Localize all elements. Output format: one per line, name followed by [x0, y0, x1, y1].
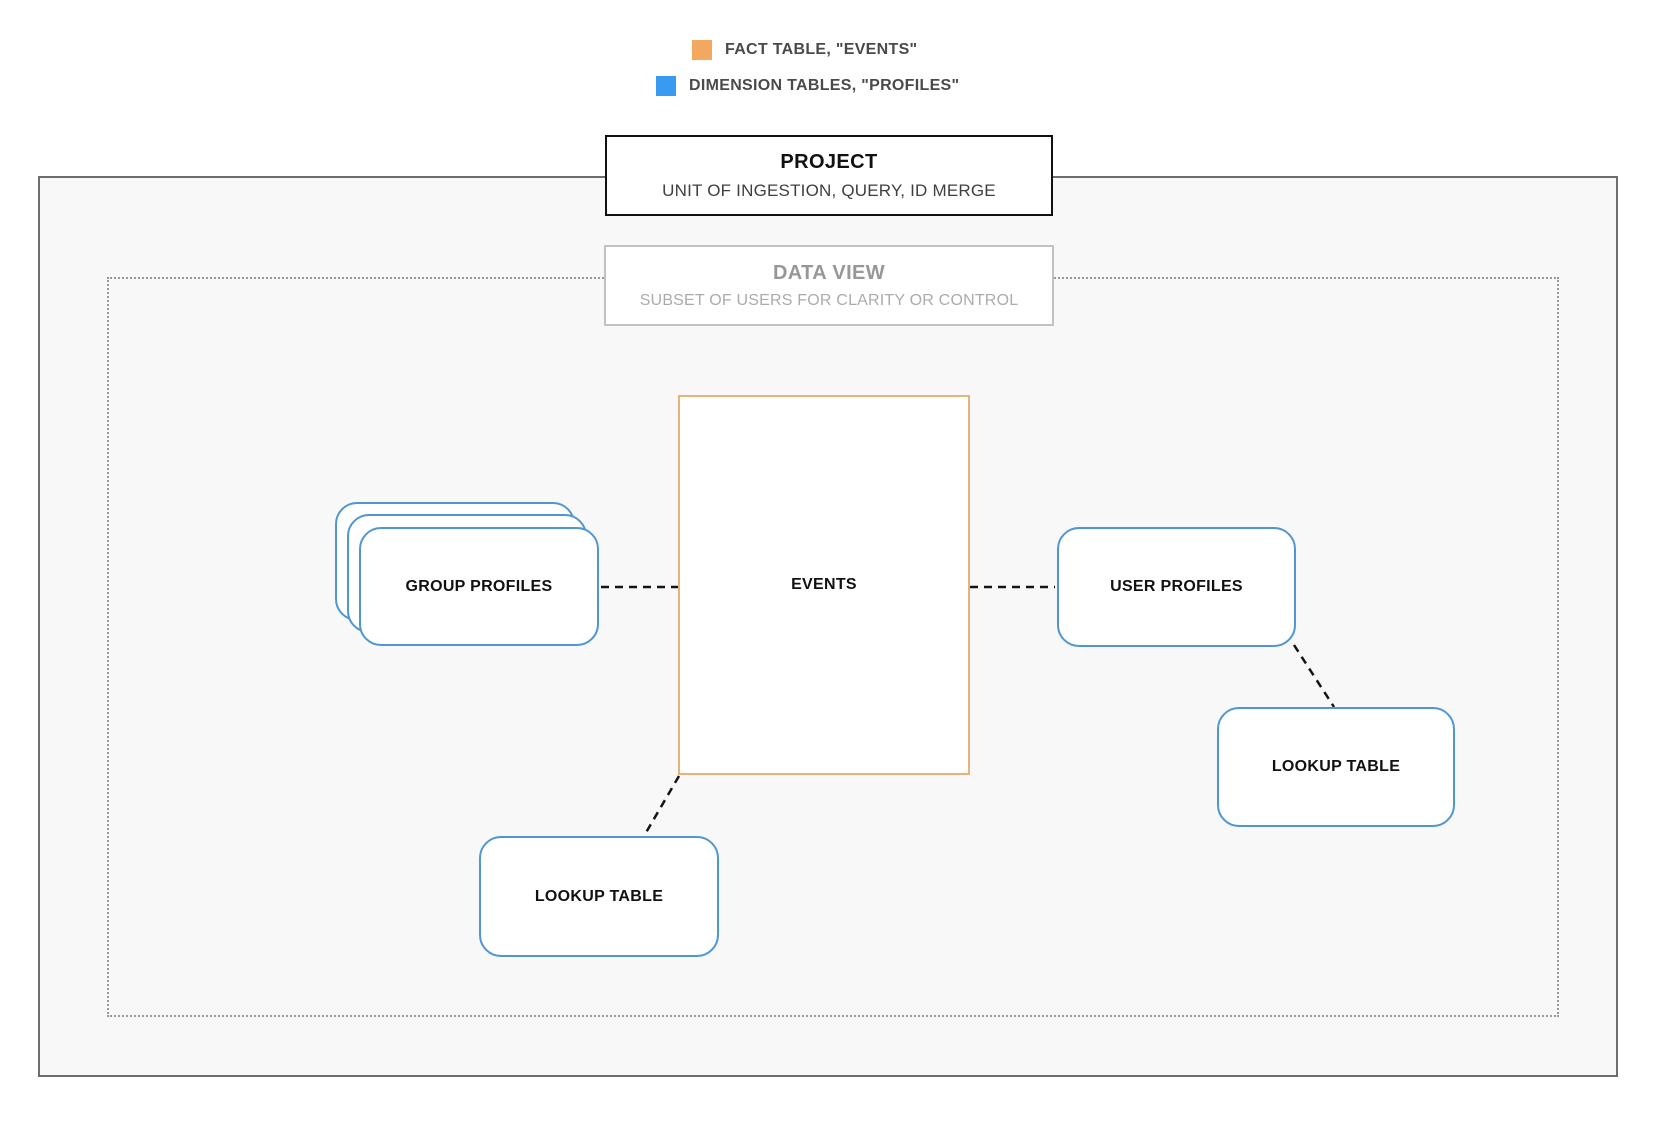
project-header-box: PROJECT UNIT OF INGESTION, QUERY, ID MER…	[605, 135, 1053, 216]
project-subtitle: UNIT OF INGESTION, QUERY, ID MERGE	[662, 180, 996, 200]
node-lookup-table-bottom-label: LOOKUP TABLE	[534, 887, 664, 905]
node-group-profiles-label: GROUP PROFILES	[405, 577, 553, 595]
node-lookup-table-right: LOOKUP TABLE	[1217, 707, 1455, 827]
node-events-label: EVENTS	[791, 576, 857, 593]
node-events: EVENTS	[678, 395, 970, 775]
legend-label-fact-table: FACT TABLE, "EVENTS"	[725, 41, 918, 58]
node-group-profiles: GROUP PROFILES	[359, 527, 599, 646]
legend-label-dimension-tables: DIMENSION TABLES, "PROFILES"	[689, 77, 960, 94]
project-title: PROJECT	[780, 150, 878, 173]
data-view-header-box: DATA VIEW SUBSET OF USERS FOR CLARITY OR…	[604, 245, 1054, 326]
legend-item-fact-table: FACT TABLE, "EVENTS"	[692, 40, 917, 60]
node-user-profiles-label: USER PROFILES	[1110, 578, 1243, 595]
dimension-tables-swatch-icon	[656, 76, 676, 96]
legend-item-dimension-tables: DIMENSION TABLES, "PROFILES"	[656, 76, 959, 96]
data-view-title: DATA VIEW	[772, 261, 886, 284]
node-lookup-table-bottom: LOOKUP TABLE	[479, 836, 719, 957]
data-view-subtitle: SUBSET OF USERS FOR CLARITY OR CONTROL	[639, 291, 1019, 309]
node-user-profiles: USER PROFILES	[1057, 527, 1296, 647]
node-lookup-table-right-label: LOOKUP TABLE	[1271, 758, 1401, 775]
fact-table-swatch-icon	[692, 40, 712, 60]
